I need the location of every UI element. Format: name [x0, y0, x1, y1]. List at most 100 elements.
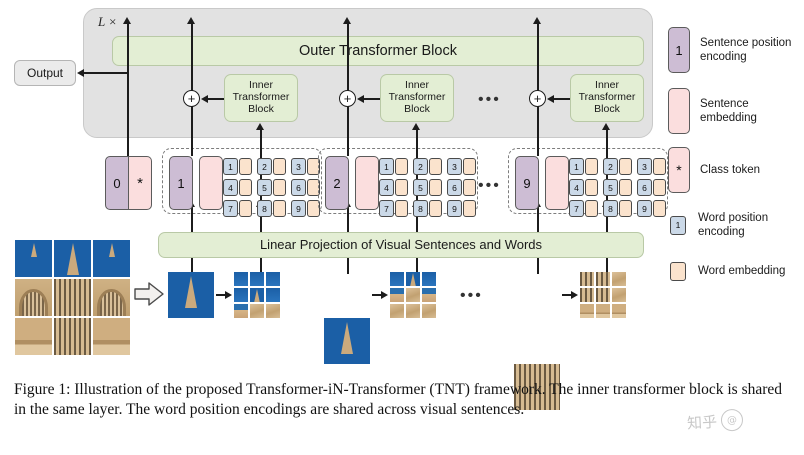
sentence-1-add-node: + — [183, 90, 200, 107]
word-patch — [596, 272, 610, 286]
word-embedding — [585, 158, 598, 175]
inner-block-line3: Block — [248, 102, 274, 115]
legend-label: Sentence position encoding — [700, 36, 791, 65]
word-embedding — [395, 200, 408, 217]
proj-down-line-1 — [191, 258, 193, 274]
word-embedding — [239, 200, 252, 217]
sentence-2-inner-connector — [364, 98, 380, 100]
word-position-encoding: 3 — [637, 158, 652, 175]
word-position-encoding: 6 — [291, 179, 306, 196]
word-position-encoding-swatch: 1 — [670, 215, 686, 235]
word-3: 3 — [291, 158, 320, 175]
word-patch — [390, 304, 404, 318]
word-embedding — [653, 200, 666, 217]
proj-down-line-1b — [260, 258, 262, 274]
legend-item-sentence-embedding: Sentence embedding — [668, 84, 800, 138]
inner-transformer-block-1[interactable]: Inner Transformer Block — [224, 74, 298, 122]
word-position-encoding: 5 — [603, 179, 618, 196]
word-4: 4 — [379, 179, 408, 196]
inner-block-line1: Inner — [249, 79, 273, 92]
word-position-encoding: 4 — [569, 179, 584, 196]
loop-count-label: L × — [98, 14, 118, 29]
word-embedding — [463, 158, 476, 175]
word-5: 5 — [603, 179, 632, 196]
word-8: 8 — [257, 200, 286, 217]
sentence-1-embedding — [199, 156, 223, 210]
word-patch — [422, 304, 436, 318]
sentence-position-encoding-swatch: 1 — [668, 27, 690, 73]
source-patch — [54, 318, 91, 355]
sentence-9-word-grid: 1 2 3 4 5 6 7 8 9 — [569, 158, 666, 217]
legend-label: Word embedding — [698, 264, 785, 278]
sentence-2-words-proj-line — [416, 207, 418, 233]
sentence-2-embedding — [355, 156, 379, 210]
word-6: 6 — [447, 179, 476, 196]
class-token-line — [127, 24, 129, 156]
word-position-encoding: 9 — [447, 200, 462, 217]
sentence-2-add-node: + — [339, 90, 356, 107]
sentence-9-proj-line — [537, 207, 539, 233]
sentence-2-word-grid: 1 2 3 4 5 6 7 8 9 — [379, 158, 476, 217]
output-arrow-icon — [77, 68, 84, 77]
class-token-swatch: * — [668, 147, 690, 193]
word-9: 9 — [447, 200, 476, 217]
word-embedding — [653, 179, 666, 196]
word-2: 2 — [413, 158, 442, 175]
word-patch — [580, 272, 594, 286]
linear-projection-block[interactable]: Linear Projection of Visual Sentences an… — [158, 232, 644, 258]
inner-block-line1: Inner — [405, 79, 429, 92]
legend-label: Class token — [700, 163, 760, 177]
word-2: 2 — [603, 158, 632, 175]
inner-block-line2: Transformer — [388, 91, 446, 104]
sentence-9-tokens: 9 — [515, 156, 569, 210]
word-position-encoding: 2 — [413, 158, 428, 175]
inner-transformer-block-2[interactable]: Inner Transformer Block — [380, 74, 454, 122]
word-patch — [266, 272, 280, 286]
outer-transformer-panel — [83, 8, 653, 138]
word-position-encoding: 6 — [447, 179, 462, 196]
word-position-encoding: 8 — [413, 200, 428, 217]
word-position-encoding: 7 — [569, 200, 584, 217]
word-position-encoding-swatch-wrap: 1 — [668, 215, 688, 235]
legend-label-line1: Class token — [700, 163, 761, 176]
word-patch — [250, 304, 264, 318]
word-patch — [612, 304, 626, 318]
word-embedding — [463, 179, 476, 196]
sentence-2-out-arrow-icon — [343, 17, 351, 24]
word-embedding — [307, 158, 320, 175]
word-embedding — [429, 179, 442, 196]
legend-label-line2: encoding — [700, 51, 747, 63]
sentence-1-words-arrow-icon — [256, 123, 264, 130]
word-embedding — [239, 158, 252, 175]
sentence-9-words-proj-line — [606, 207, 608, 233]
inner-transformer-block-9[interactable]: Inner Transformer Block — [570, 74, 644, 122]
word-position-encoding: 9 — [637, 200, 652, 217]
legend-item-word-embedding: Word embedding — [668, 256, 800, 286]
sentence-1-tokens: 1 — [169, 156, 223, 210]
visual-sentence-image-9 — [514, 364, 560, 410]
source-patch — [54, 240, 91, 277]
legend-item-word-position-encoding: 1 Word position encoding — [668, 206, 800, 244]
word-embedding — [585, 179, 598, 196]
sentence-2-words-arrow-icon — [412, 123, 420, 130]
word-patch-grid-2 — [390, 272, 436, 318]
word-patch — [596, 288, 610, 302]
word-position-encoding: 4 — [223, 179, 238, 196]
source-patch — [54, 279, 91, 316]
legend-label-line2: encoding — [698, 226, 745, 238]
sentence-2-inner-arrow-icon — [357, 94, 364, 103]
sentence-9-words-arrow-icon — [602, 123, 610, 130]
outer-transformer-block[interactable]: Outer Transformer Block — [112, 36, 644, 66]
legend-label-line2: embedding — [700, 112, 757, 124]
source-patch — [15, 279, 52, 316]
source-patch — [93, 279, 130, 316]
word-position-encoding: 5 — [413, 179, 428, 196]
word-patch — [266, 304, 280, 318]
inner-block-line2: Transformer — [232, 91, 290, 104]
legend: 1 Sentence position encoding Sentence em… — [668, 24, 800, 286]
legend-label-line1: Word position — [698, 211, 769, 224]
word-embedding — [429, 200, 442, 217]
word-embedding — [273, 200, 286, 217]
output-box[interactable]: Output — [14, 60, 76, 86]
word-position-encoding: 7 — [379, 200, 394, 217]
